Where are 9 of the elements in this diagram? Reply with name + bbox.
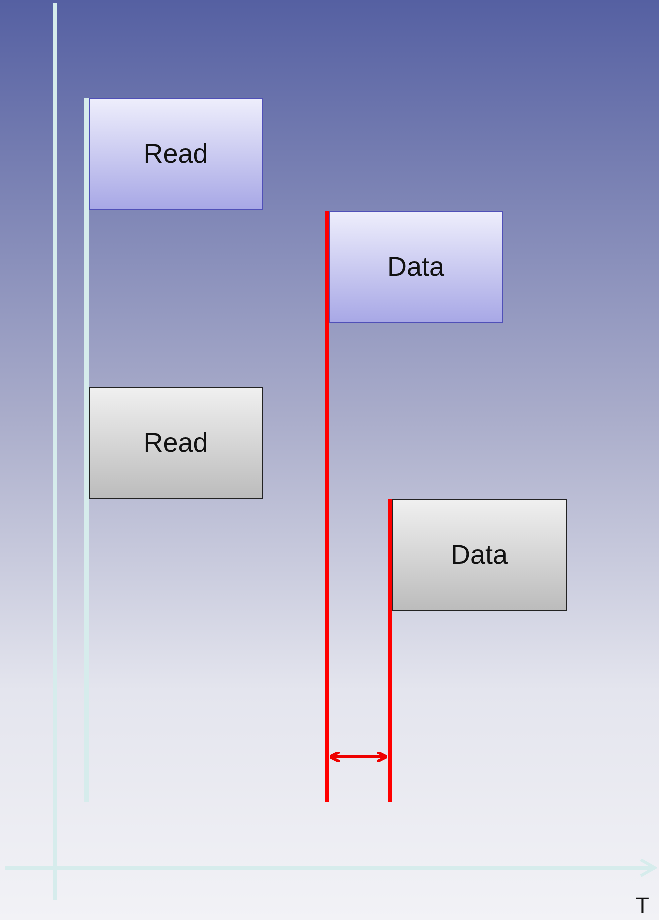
box-label: Data [450,540,508,570]
timing-box [392,499,567,611]
axis-label: T [636,893,650,919]
timing-box [89,387,263,499]
timing-box [89,98,263,210]
box-label: Read [144,138,208,170]
box-label: Data [387,252,445,282]
timing-box [329,211,503,323]
box-label: Read [144,428,208,458]
